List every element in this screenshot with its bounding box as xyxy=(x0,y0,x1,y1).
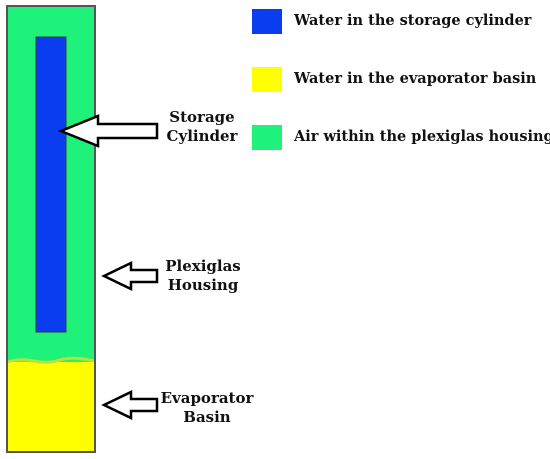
legend-label-basin-water: Water in the evaporator basin xyxy=(294,70,537,87)
storage-cylinder-label-line-1: Storage xyxy=(169,108,235,126)
evaporator-basin-label: Evaporator Basin xyxy=(158,389,256,427)
storage-cylinder-label-line-2: Cylinder xyxy=(166,127,238,145)
housing-outline xyxy=(6,5,96,453)
plexiglas-housing-arrow xyxy=(101,261,159,291)
storage-cylinder-arrow xyxy=(57,114,159,148)
evaporator-basin-label-line-1: Evaporator xyxy=(160,389,254,407)
legend-swatch-storage-water xyxy=(252,9,282,34)
plexiglas-housing-label-line-1: Plexiglas xyxy=(165,257,241,275)
legend-swatch-basin-water xyxy=(252,67,282,92)
evaporator-basin-arrow xyxy=(101,390,159,420)
evaporator-basin-label-line-2: Basin xyxy=(183,408,231,426)
storage-cylinder-label: Storage Cylinder xyxy=(160,108,244,146)
plexiglas-housing-label-line-2: Housing xyxy=(167,276,239,294)
evaporator-basin xyxy=(7,362,95,452)
basin-water-surface xyxy=(6,356,96,364)
legend-swatch-housing-air xyxy=(252,125,282,150)
legend-label-storage-water: Water in the storage cylinder xyxy=(294,12,532,29)
storage-cylinder xyxy=(35,36,67,333)
plexiglas-housing-label: Plexiglas Housing xyxy=(158,257,248,295)
legend-label-housing-air: Air within the plexiglas housing xyxy=(294,128,550,145)
